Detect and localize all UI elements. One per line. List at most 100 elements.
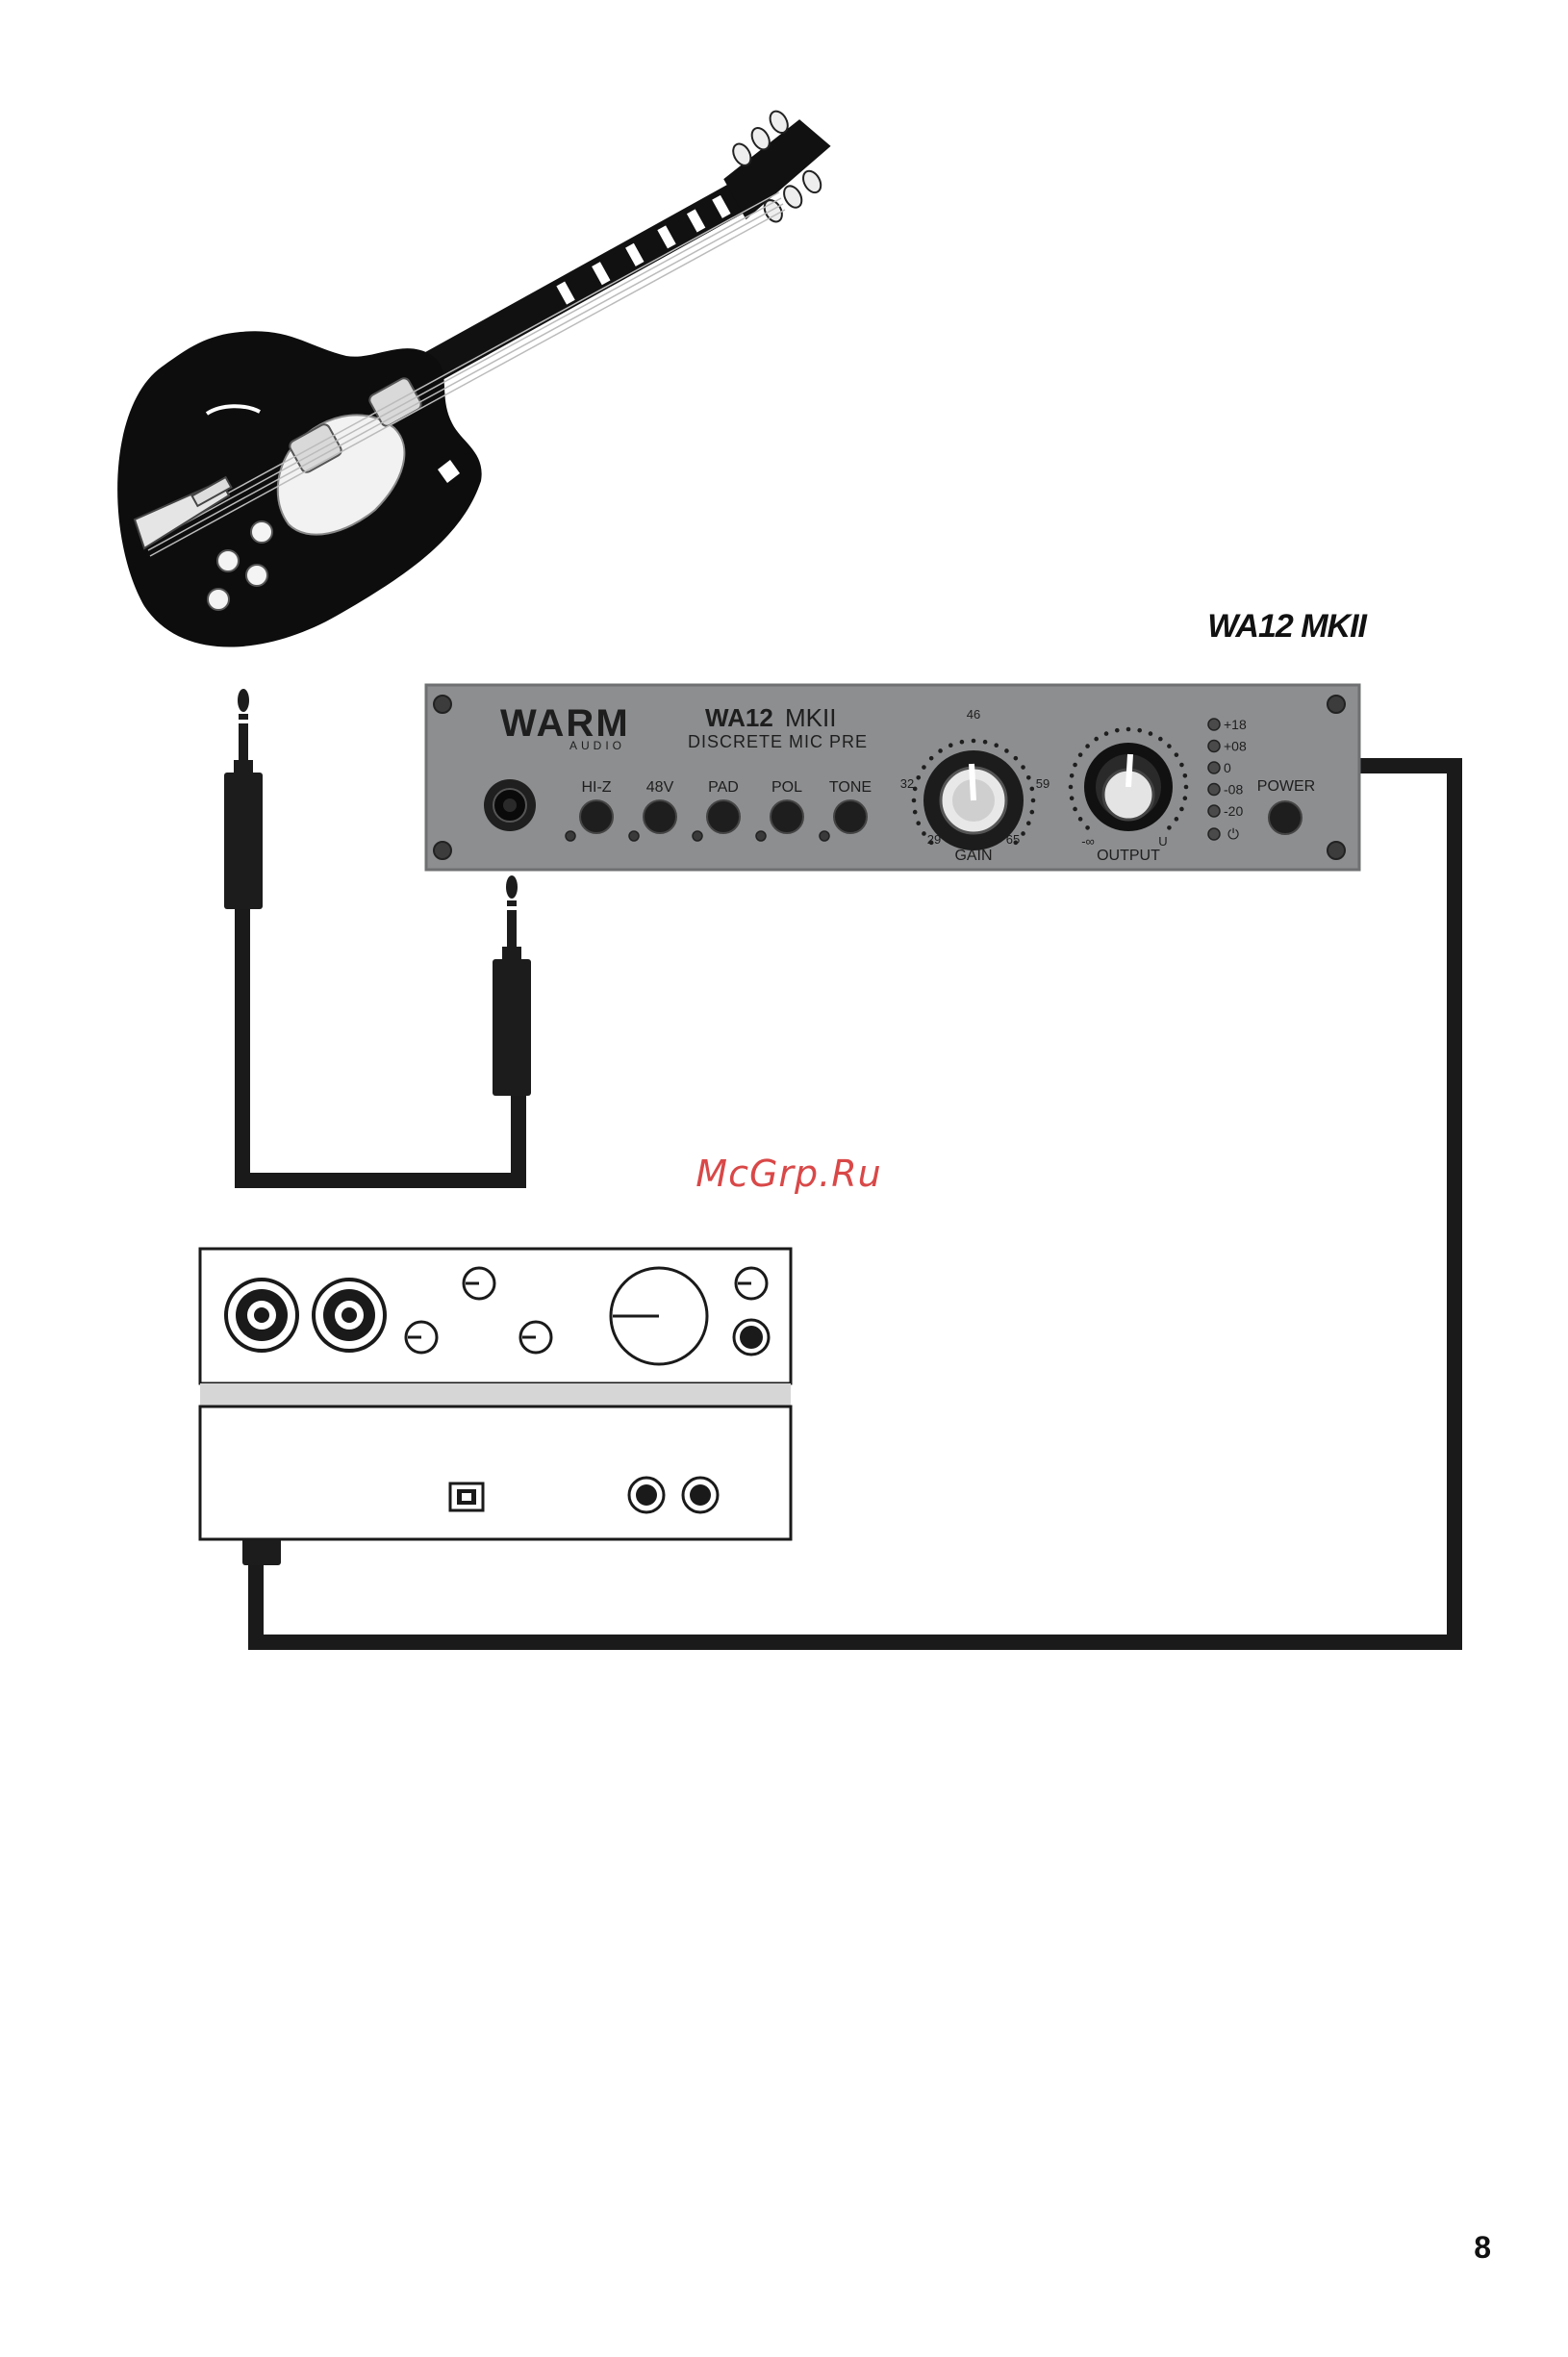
guitar-to-preamp-cable: [242, 904, 518, 1180]
scale-dot: [983, 740, 988, 745]
meter-led: [1208, 741, 1220, 752]
gain-scale-29: 29: [927, 832, 941, 847]
scale-dot: [1078, 817, 1083, 822]
scale-dot: [1073, 807, 1077, 812]
meter-label: -20: [1224, 803, 1243, 819]
pol-button[interactable]: [771, 800, 803, 833]
scale-dot: [916, 775, 921, 780]
model-name-bold: WA12: [705, 703, 773, 732]
power-label: POWER: [1257, 778, 1315, 795]
button-label-pol: POL: [771, 779, 802, 796]
scale-dot: [1085, 825, 1090, 830]
wa12-preamp-panel: WARM AUDIO WA12 MKII DISCRETE MIC PRE HI…: [426, 685, 1359, 870]
gain-scale-32: 32: [900, 776, 914, 791]
scale-dot: [960, 740, 965, 745]
meter-label: +18: [1224, 717, 1247, 732]
button-label-hi-z: HI-Z: [581, 779, 611, 796]
scale-dot: [948, 743, 953, 748]
audio-interface-rear: [200, 1407, 791, 1539]
monitor-volume-knob[interactable]: [611, 1268, 707, 1364]
hi-z-button[interactable]: [580, 800, 613, 833]
scale-dot: [1175, 817, 1179, 822]
page-number: 8: [1443, 2230, 1491, 2266]
model-subtitle: DISCRETE MIC PRE: [688, 732, 868, 751]
power-button[interactable]: [1269, 801, 1302, 834]
scale-dot: [1031, 798, 1036, 803]
scale-dot: [1021, 831, 1025, 836]
guitar-cable-plug: [224, 689, 263, 909]
brand-sub-text: AUDIO: [569, 739, 625, 752]
scale-dot: [972, 739, 976, 744]
scale-dot: [922, 765, 926, 770]
audio-interface-front: [200, 1249, 791, 1383]
gain-scale-65: 65: [1006, 832, 1020, 847]
scale-dot: [1126, 727, 1131, 732]
output-scale-max: U: [1158, 834, 1167, 849]
meter-led: [1208, 784, 1220, 796]
headphone-knob[interactable]: [736, 1268, 767, 1299]
combo-input-1[interactable]: [226, 1280, 297, 1351]
model-title: WA12 MKII: [1106, 608, 1366, 646]
scale-dot: [1137, 728, 1142, 733]
scale-dot: [1030, 810, 1035, 815]
power-symbol-icon: ⏻: [1227, 826, 1239, 843]
rack-screw-icon: [1328, 842, 1345, 859]
scale-dot: [994, 743, 999, 748]
meter-led: [1208, 762, 1220, 773]
tone-led: [820, 831, 829, 841]
output-label: OUTPUT: [1097, 848, 1160, 864]
scale-dot: [1030, 787, 1035, 792]
meter-label: -08: [1224, 782, 1243, 798]
model-name-light: MKII: [785, 703, 836, 732]
gain-scale-46: 46: [967, 707, 980, 722]
headphone-jack[interactable]: [734, 1320, 769, 1355]
scale-dot: [1183, 796, 1188, 800]
pad-button[interactable]: [707, 800, 740, 833]
button-label-tone: TONE: [829, 779, 872, 796]
gain-knob-1[interactable]: [464, 1268, 494, 1299]
preamp-input-plug: [493, 875, 531, 1096]
scale-dot: [912, 798, 917, 803]
scale-dot: [1069, 785, 1074, 790]
line-output-right[interactable]: [683, 1478, 718, 1512]
scale-dot: [1070, 796, 1075, 800]
button-label-48v: 48V: [646, 779, 674, 796]
scale-dot: [1179, 807, 1184, 812]
instrument-input-jack[interactable]: [484, 779, 536, 831]
scale-dot: [938, 748, 943, 753]
scale-dot: [1014, 756, 1019, 761]
watermark: McGrp.Ru: [616, 1153, 962, 1195]
scale-dot: [1026, 775, 1031, 780]
line-output-left[interactable]: [629, 1478, 664, 1512]
scale-dot: [1021, 765, 1025, 770]
scale-dot: [1104, 731, 1109, 736]
scale-dot: [929, 756, 934, 761]
button-label-pad: PAD: [708, 779, 739, 796]
scale-dot: [1179, 763, 1184, 768]
gain-knob-2[interactable]: [406, 1322, 437, 1353]
meter-label: +08: [1224, 739, 1247, 754]
scale-dot: [1094, 737, 1099, 742]
scale-dot: [1085, 744, 1090, 748]
rack-screw-icon: [434, 842, 451, 859]
scale-dot: [1184, 785, 1189, 790]
scale-dot: [913, 810, 918, 815]
meter-led: [1208, 805, 1220, 817]
scale-dot: [1004, 748, 1009, 753]
48v-button[interactable]: [644, 800, 676, 833]
rack-screw-icon: [434, 696, 451, 713]
meter-led: [1208, 719, 1220, 730]
scale-dot: [1026, 821, 1031, 825]
scale-dot: [1167, 825, 1172, 830]
mix-knob[interactable]: [520, 1322, 551, 1353]
combo-input-2[interactable]: [314, 1280, 385, 1351]
usb-b-port-icon[interactable]: [450, 1483, 483, 1510]
tone-button[interactable]: [834, 800, 867, 833]
hollow-body-guitar-icon: [117, 95, 850, 646]
output-scale-min: -∞: [1081, 834, 1095, 849]
pol-led: [756, 831, 766, 841]
scale-dot: [1158, 737, 1163, 742]
pad-led: [693, 831, 702, 841]
interface-divider: [200, 1383, 791, 1407]
